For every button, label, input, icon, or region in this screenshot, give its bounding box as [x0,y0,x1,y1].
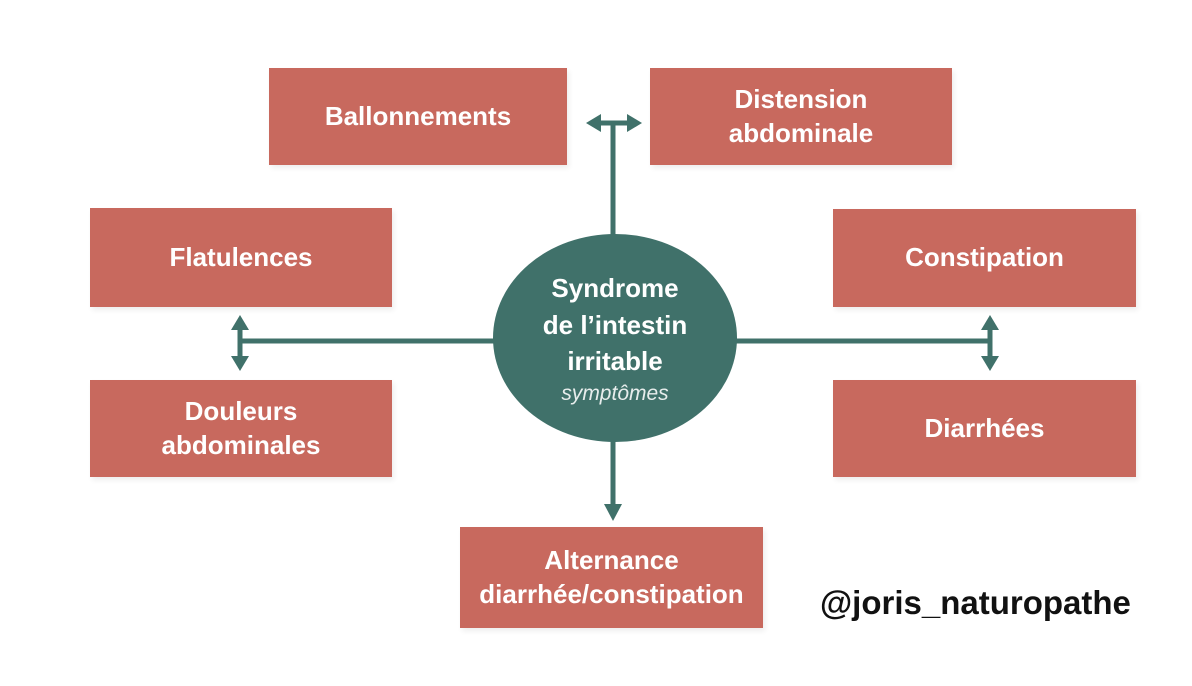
symptom-box-flatulences: Flatulences [90,208,392,307]
arrow-left-down-head-icon [231,356,249,371]
symptom-label: Distension abdominale [728,83,874,148]
symptom-label: Alternance diarrhée/constipation [479,544,744,609]
symptom-box-ballonnements: Ballonnements [269,68,567,165]
arrow-top-left-head-icon [586,114,601,132]
symptom-label: Constipation [905,242,1064,273]
arrow-top-right-head-icon [627,114,642,132]
symptom-box-diarrhees: Diarrhées [833,380,1136,477]
symptom-label: Douleurs abdominales [161,395,321,460]
arrow-right-down-head-icon [981,356,999,371]
arrow-bottom-head-icon [604,504,622,521]
arrow-left-up-head-icon [231,315,249,330]
watermark-handle: @joris_naturopathe [820,584,1131,621]
symptom-box-douleurs-abdominales: Douleurs abdominales [90,380,392,477]
center-title: Syndrome de l’intestin irritable [542,272,688,377]
symptom-box-constipation: Constipation [833,209,1136,307]
arrow-right-up-head-icon [981,315,999,330]
center-subtitle: symptômes [561,382,669,406]
symptom-label: Diarrhées [924,412,1045,443]
symptom-label: Ballonnements [324,100,512,131]
center-circle-syndrome: Syndrome de l’intestin irritable symptôm… [493,234,737,442]
symptom-box-alternance-diarrhee-constipation: Alternance diarrhée/constipation [460,527,763,628]
symptom-label: Flatulences [169,241,313,272]
symptom-box-distension-abdominale: Distension abdominale [650,68,952,165]
